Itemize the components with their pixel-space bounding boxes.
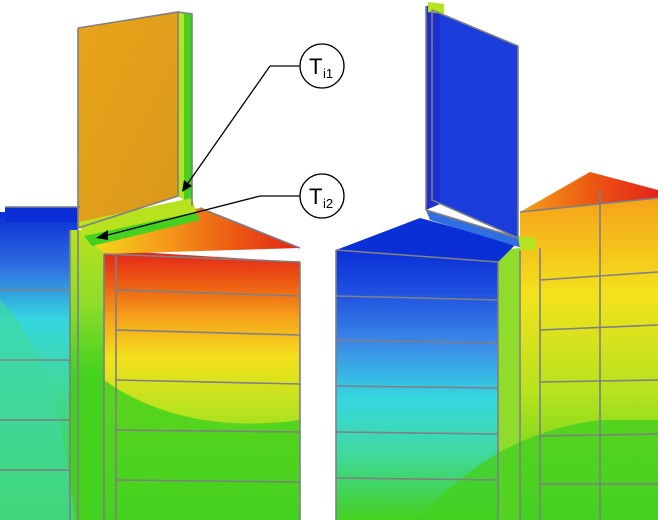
callout-circle-ti1: [299, 43, 345, 89]
right-top-face: [520, 172, 658, 212]
right-mesh-lines: [335, 6, 658, 520]
left-panel-base-dark: [84, 212, 200, 246]
callout-ti2-main: T: [309, 184, 322, 209]
callout-ti1: T i1: [182, 43, 345, 192]
callout-ti1-main: T: [309, 54, 322, 79]
right-model: [335, 2, 658, 520]
left-top-face: [80, 208, 300, 254]
left-panel-flange-edge: [184, 14, 192, 206]
left-blue-column-top: [5, 207, 80, 222]
callout-ti1-sub: i1: [323, 66, 333, 81]
left-green-sweep: [104, 380, 300, 520]
left-panel: [78, 12, 178, 228]
left-cyan-sweep: [0, 300, 75, 520]
right-panel: [432, 10, 518, 238]
left-middle-strip: [70, 230, 110, 520]
right-panel-flange: [426, 4, 440, 210]
right-front-block: [336, 250, 498, 520]
left-model: T i1 T i2: [0, 11, 345, 520]
right-front-top: [336, 218, 516, 262]
right-panel-base: [426, 210, 522, 248]
right-panel-base-green: [518, 236, 536, 250]
right-green-sweep: [420, 420, 658, 520]
left-panel-base: [78, 198, 196, 236]
callout-ti2-sub: i2: [323, 196, 333, 211]
left-mesh-lines: [0, 11, 301, 520]
callout-ti2: T i2: [96, 173, 345, 240]
callout-circle-ti2: [299, 173, 345, 219]
